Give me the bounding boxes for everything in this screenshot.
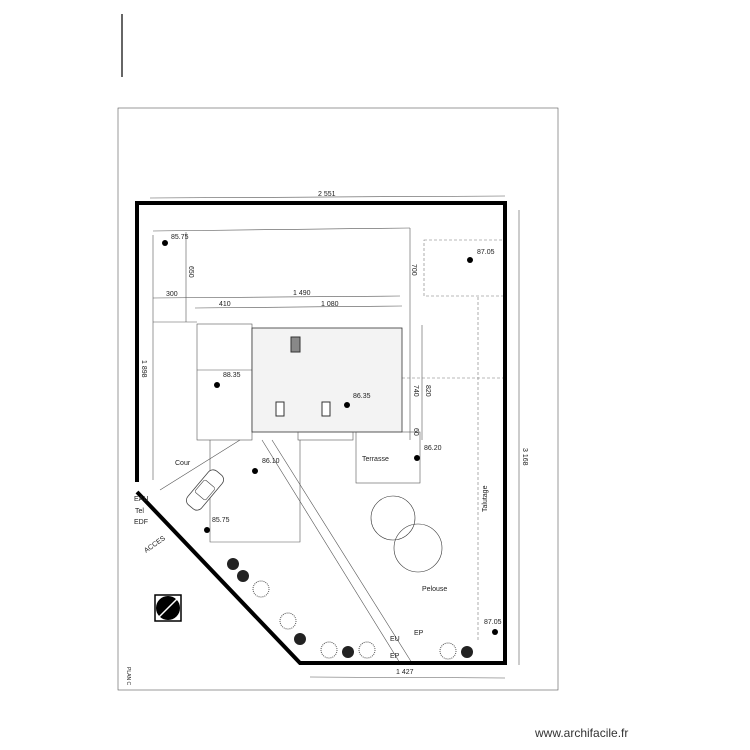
car-icon bbox=[186, 469, 224, 511]
dim-1080: 1 080 bbox=[321, 301, 339, 308]
elevation-label: 86.35 bbox=[353, 393, 371, 400]
hedge-line bbox=[152, 227, 411, 232]
elevation-markers bbox=[162, 240, 498, 635]
ep-label: EP bbox=[414, 630, 424, 637]
network-line bbox=[261, 439, 401, 664]
chimney bbox=[290, 336, 301, 353]
dim-bottom: 1 427 bbox=[396, 669, 414, 676]
dim-410: 410 bbox=[219, 301, 231, 308]
dim-300: 300 bbox=[166, 291, 178, 298]
elevation-label: 85.75 bbox=[212, 517, 230, 524]
cour-label: Cour bbox=[175, 460, 191, 467]
steps bbox=[297, 431, 354, 441]
elevation-label: 86.20 bbox=[424, 445, 442, 452]
eu-label: EU bbox=[390, 636, 400, 643]
eau-label: EAU bbox=[134, 496, 148, 503]
garage bbox=[196, 323, 253, 441]
pelouse-label: Pelouse bbox=[422, 586, 447, 593]
cour-area bbox=[209, 440, 301, 543]
property-boundary bbox=[135, 201, 507, 665]
dim-line-bottom bbox=[309, 676, 506, 679]
watermark: www.archifacile.fr bbox=[535, 726, 629, 740]
elevation-label: 88.35 bbox=[223, 372, 241, 379]
compass-icon bbox=[154, 594, 182, 622]
plan-label: PLAN C bbox=[125, 667, 131, 685]
dim-820: 820 bbox=[424, 385, 431, 397]
elevation-label: 87.05 bbox=[484, 619, 502, 626]
network-line bbox=[271, 439, 413, 664]
access-line bbox=[159, 439, 241, 491]
dim-740: 740 bbox=[412, 385, 419, 397]
talutage-label: Talutage bbox=[482, 485, 489, 512]
dim-line-1490 bbox=[152, 295, 401, 299]
tel-label: Tel bbox=[135, 508, 144, 515]
dim-left: 1 898 bbox=[140, 360, 147, 378]
ep-label: EP bbox=[390, 653, 400, 660]
skylight bbox=[275, 401, 285, 417]
sheet-frame bbox=[117, 107, 559, 691]
terrasse-area bbox=[355, 431, 421, 484]
edf-label: EDF bbox=[134, 519, 148, 526]
tree-icon bbox=[370, 495, 443, 573]
terrasse-label: Terrasse bbox=[362, 456, 389, 463]
shrub-icons bbox=[227, 558, 473, 660]
dim-60: 60 bbox=[412, 428, 419, 436]
dim-700: 700 bbox=[410, 264, 417, 276]
skylight bbox=[321, 401, 331, 417]
acces-label: ACCES bbox=[143, 535, 167, 555]
elevation-label: 86.10 bbox=[262, 458, 280, 465]
dim-line-1080 bbox=[194, 305, 403, 309]
elevation-label: 87.05 bbox=[477, 249, 495, 256]
dim-top: 2 551 bbox=[318, 191, 336, 198]
elevation-label: 85.75 bbox=[171, 234, 189, 241]
dim-line-top bbox=[149, 195, 506, 199]
dim-650: 650 bbox=[187, 266, 194, 278]
dim-1490: 1 490 bbox=[293, 290, 311, 297]
dim-right: 3 168 bbox=[521, 448, 528, 466]
